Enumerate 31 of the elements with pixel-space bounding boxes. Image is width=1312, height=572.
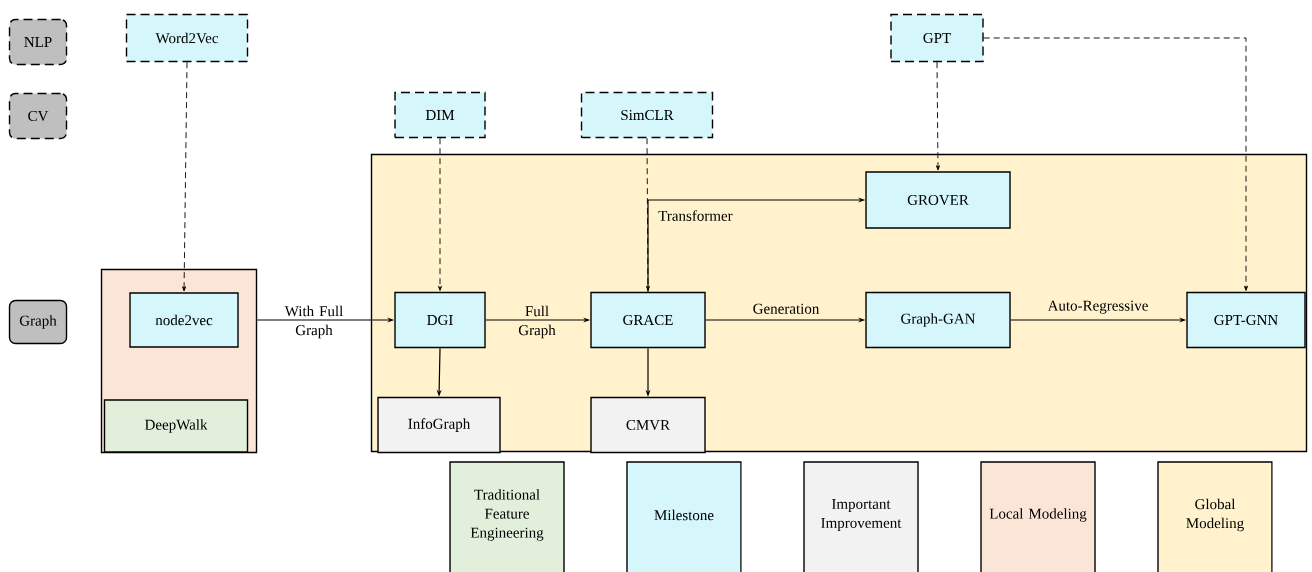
legend-text: Traditional Feature Engineering xyxy=(470,489,544,541)
domain-box: Graph xyxy=(8,299,68,345)
arrow xyxy=(438,137,442,291)
domain-box: CV xyxy=(8,92,68,140)
method-box: GPT-GNN xyxy=(1186,291,1306,349)
legend-text: Local Modeling xyxy=(989,508,1087,522)
edge-label: Transformer xyxy=(658,210,733,221)
milestone-box: DIM xyxy=(394,91,486,139)
arrow xyxy=(182,61,188,292)
arrow xyxy=(646,137,650,291)
domain-box: NLP xyxy=(8,18,68,66)
method-box: CMVR xyxy=(590,396,706,454)
edge-label: Generation xyxy=(753,303,820,314)
method-box: node2vec xyxy=(129,292,239,348)
legend-text: Global Modeling xyxy=(1186,498,1244,532)
method-box: DGI xyxy=(394,291,486,349)
method-box: InfoGraph xyxy=(377,396,501,454)
arrow xyxy=(936,61,940,171)
legend-text: Important Improvement xyxy=(821,499,902,531)
milestone-box: GPT xyxy=(890,13,984,63)
method-box: GRACE xyxy=(590,291,706,349)
edge-label: Full Graph xyxy=(518,305,556,339)
milestone-box: Word2Vec xyxy=(125,13,249,63)
arrow xyxy=(983,37,1248,291)
method-box: DeepWalk xyxy=(103,399,249,453)
method-box: Graph-GAN xyxy=(865,291,1011,349)
legend-text: Milestone xyxy=(654,509,714,521)
edge-label: Auto-Regressive xyxy=(1047,300,1148,314)
milestone-box: SimCLR xyxy=(580,91,714,139)
edge-label: With Full Graph xyxy=(284,305,343,339)
method-box: GROVER xyxy=(865,171,1011,229)
